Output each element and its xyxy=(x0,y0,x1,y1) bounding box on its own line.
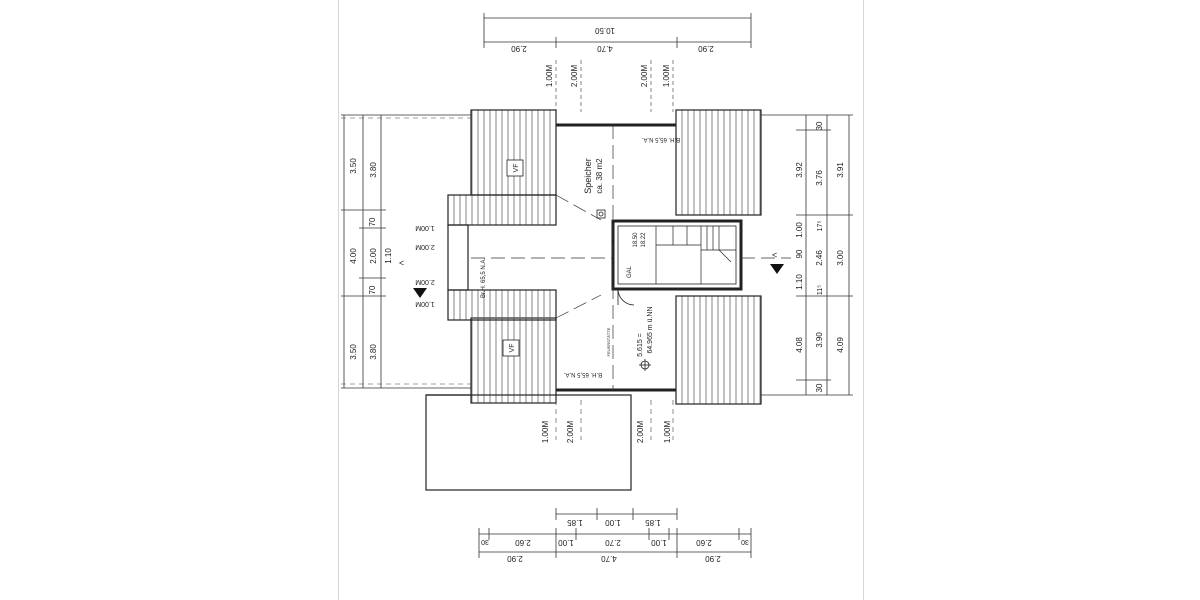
dim-left-inner-1: 3.80 xyxy=(369,162,378,178)
dim-bottom-r1-2: 1.00 xyxy=(605,518,621,527)
dim-bottom-r2-7: 30 xyxy=(741,538,749,545)
building-outline xyxy=(425,109,762,491)
roof-wing-top-left xyxy=(470,109,557,196)
dim-right-mid-3: 90 xyxy=(795,249,804,258)
dim-bottom-r2-4: 2.70 xyxy=(605,538,621,547)
dim-top-small-3: 2.00M xyxy=(640,65,649,88)
lower-roof xyxy=(425,394,632,491)
dim-right-mid-1: 3.76 xyxy=(815,170,824,186)
dim-left-inner-5: 3.80 xyxy=(369,344,378,360)
dim-bottom-small-4: 1.00M xyxy=(663,421,672,444)
dim-right-mid-6: 3.90 xyxy=(815,332,824,348)
dim-top-part-1: 2.90 xyxy=(511,44,527,53)
vf-box-bottom xyxy=(502,339,520,357)
dim-left-inner-4: 70 xyxy=(368,285,377,294)
dim-right-inner-3: 1.00 xyxy=(795,222,804,238)
room-name: Speicher xyxy=(583,158,593,194)
dim-left-inner-3: 2.00 xyxy=(369,248,378,264)
dim-right-inner-2: 3.92 xyxy=(795,162,804,178)
dim-top-small-1: 1.00M xyxy=(545,65,554,88)
stair-inner xyxy=(617,225,737,285)
level-marker-icon xyxy=(639,359,651,371)
section-marker-left-arrow: < xyxy=(399,258,404,268)
fire-label: FEUERSTÄTTE xyxy=(606,327,611,356)
dim-bottom-r3-1: 2.90 xyxy=(507,554,523,563)
dim-bottom-small-3: 2.00M xyxy=(636,421,645,444)
gal-label: GAL xyxy=(627,265,633,278)
dim-left-outer-2: 4.00 xyxy=(349,248,358,264)
extension-lines xyxy=(341,117,674,440)
top-height-lines xyxy=(555,60,674,112)
bh-label-left: Br.H. 65,5 N.A. xyxy=(481,258,487,298)
dim-left-small-4: 1.00M xyxy=(415,300,435,307)
dim-bottom-r2-6: 2.60 xyxy=(696,538,712,547)
stair-height-b: 18.22 xyxy=(641,232,647,248)
dim-bottom-r2-2: 2.60 xyxy=(515,538,531,547)
dim-right-outer-1: 3.91 xyxy=(836,162,845,178)
stair-enclosure xyxy=(611,219,743,291)
dim-top-overall: 10.50 xyxy=(594,26,615,35)
dim-bottom-r1-1: 1.85 xyxy=(567,518,583,527)
section-marker-left-icon xyxy=(413,288,427,298)
dim-top-small-4: 1.00M xyxy=(662,65,671,88)
dim-left-mid: 1.10 xyxy=(384,248,393,264)
dim-bottom-small-1: 1.00M xyxy=(541,421,550,444)
roof-wing-bottom-right xyxy=(675,295,762,405)
dim-left-small-3: 2.00M xyxy=(415,278,435,285)
dim-right-outer-3: 4.09 xyxy=(836,337,845,353)
drawing-sheet: 10.50 2.90 4.70 2.90 1.00M 2.00M 2.00M 1… xyxy=(338,0,864,600)
dormer-left-face xyxy=(447,224,469,291)
room-area: ca. 38 m2 xyxy=(595,158,604,194)
dim-left-inner-2: 70 xyxy=(368,217,377,226)
stair-height-a: 18.50 xyxy=(633,232,639,248)
vf-label-bottom: VF xyxy=(509,344,516,353)
dim-left-outer-1: 3.50 xyxy=(349,158,358,174)
left-dimensions xyxy=(341,114,471,389)
dim-right-inner-1: 30 xyxy=(815,121,824,130)
floor-plan: 10.50 2.90 4.70 2.90 1.00M 2.00M 2.00M 1… xyxy=(341,13,853,563)
roof-wing-bottom-left xyxy=(470,317,557,404)
stair-steps xyxy=(655,226,736,284)
dim-right-inner-5: 4.08 xyxy=(795,337,804,353)
dim-right-mid-5: 11⁵ xyxy=(817,285,824,295)
dim-top-part-3: 2.90 xyxy=(698,44,714,53)
vf-box-top xyxy=(506,159,524,177)
ridge-lines xyxy=(471,125,791,390)
dim-top-part-2: 4.70 xyxy=(597,44,613,53)
dim-bottom-small-2: 2.00M xyxy=(566,421,575,444)
section-marker-right-arrow: < xyxy=(772,250,777,260)
dim-left-small-1: 1.00M xyxy=(415,224,435,231)
dim-bottom-r1-3: 1.85 xyxy=(645,518,661,527)
roof-wing-top-right xyxy=(675,109,762,216)
dim-right-inner-4: 1.10 xyxy=(795,274,804,290)
dim-bottom-r2-3: 1.00 xyxy=(558,538,574,547)
dim-right-mid-2: 17⁵ xyxy=(817,221,824,232)
dim-left-outer-3: 3.50 xyxy=(349,344,358,360)
dim-right-inner-6: 30 xyxy=(815,383,824,392)
bh-label-top: B.H. 65,5 N.A. xyxy=(641,136,680,142)
dim-bottom-r2-5: 1.00 xyxy=(651,538,667,547)
section-marker-right-icon xyxy=(770,264,784,274)
dim-right-mid-4: 2.46 xyxy=(815,250,824,266)
level-nn: 64.965 m ü.NN xyxy=(647,306,654,353)
top-dimensions xyxy=(483,13,752,48)
dim-bottom-r3-2: 4.70 xyxy=(601,554,617,563)
dim-bottom-r3-3: 2.90 xyxy=(705,554,721,563)
dim-left-small-2: 2.00M xyxy=(415,243,435,250)
bh-label-bottom: B.H. 65,5 N.A. xyxy=(563,371,602,377)
level-value: 5.615 = xyxy=(637,333,644,357)
dormer-left-bottom xyxy=(447,289,557,321)
bottom-dimensions xyxy=(478,508,752,558)
vf-label-top: VF xyxy=(513,164,520,173)
dim-bottom-r2-1: 30 xyxy=(481,538,489,545)
dim-right-outer-2: 3.00 xyxy=(836,250,845,266)
dim-top-small-2: 2.00M xyxy=(570,65,579,88)
dormer-left-top xyxy=(447,194,557,226)
right-dimensions xyxy=(761,114,853,396)
